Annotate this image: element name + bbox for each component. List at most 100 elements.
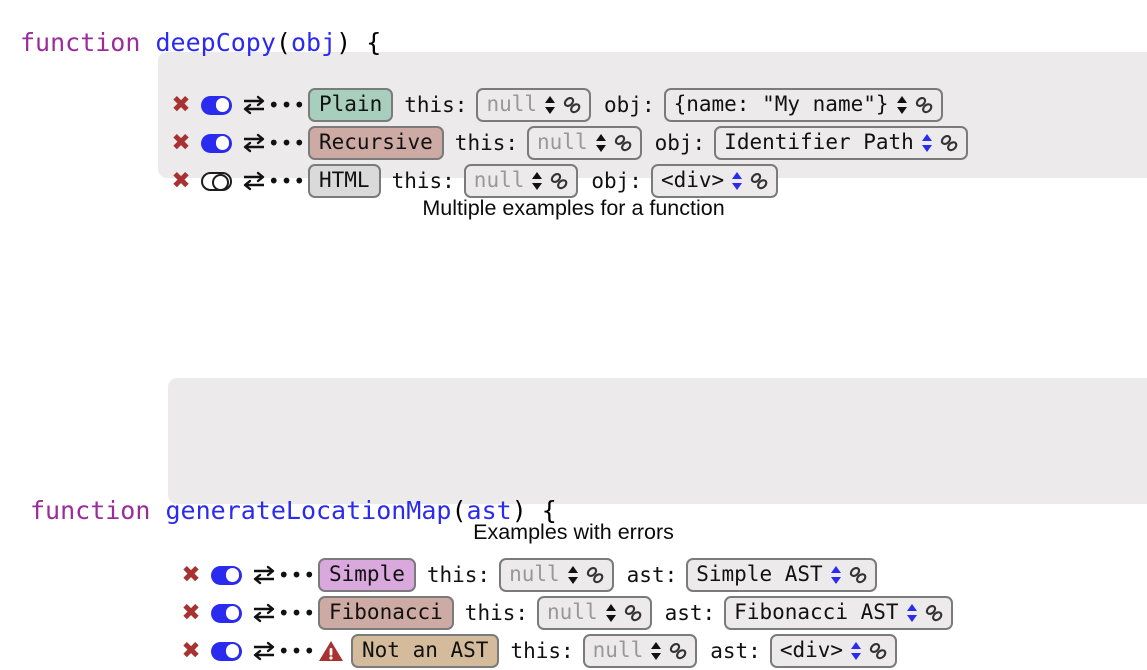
close-icon[interactable]: ✖: [181, 637, 201, 664]
toggle-switch[interactable]: [211, 641, 242, 661]
stepper-arrows-icon[interactable]: [906, 602, 918, 624]
link-chain-icon[interactable]: [668, 641, 688, 661]
toggle-switch[interactable]: [211, 565, 242, 585]
stepper-arrows-icon[interactable]: [921, 132, 933, 154]
param-label: ast:: [664, 601, 716, 625]
example-name-chip[interactable]: Not an AST: [351, 634, 500, 668]
toggle-knob: [225, 568, 240, 582]
stepper-arrows-icon[interactable]: [896, 94, 908, 116]
param-value-field[interactable]: Simple AST: [686, 558, 877, 592]
this-value-field[interactable]: null: [537, 596, 652, 630]
close-icon[interactable]: ✖: [181, 561, 201, 588]
example-name-chip[interactable]: HTML: [308, 164, 381, 198]
example-row: ✖ •••Plain this: null obj: {name: "My name"}: [168, 86, 1147, 124]
open-paren: (: [451, 496, 467, 525]
this-value-field[interactable]: null: [463, 164, 579, 198]
this-label: this:: [404, 93, 468, 117]
stepper-arrows-icon[interactable]: [830, 564, 842, 586]
link-chain-icon[interactable]: [549, 171, 569, 191]
stepper-arrows-icon[interactable]: [850, 640, 862, 662]
swap-arrows-icon[interactable]: [241, 132, 267, 154]
keyword-function: function: [30, 496, 151, 525]
swap-arrows-icon[interactable]: [251, 564, 277, 586]
link-chain-icon[interactable]: [914, 95, 934, 115]
close-paren: ): [336, 28, 352, 57]
toggle-switch[interactable]: [201, 171, 232, 192]
example-name-chip[interactable]: Fibonacci: [318, 596, 454, 630]
this-value-field-value: null: [592, 638, 644, 662]
toggle-switch[interactable]: [201, 95, 232, 115]
param-label: obj:: [654, 131, 706, 155]
param-value-field[interactable]: Fibonacci AST: [724, 596, 953, 630]
this-value-field[interactable]: null: [476, 88, 592, 122]
warning-triangle-icon[interactable]: [318, 639, 344, 663]
stepper-arrows-icon[interactable]: [544, 94, 556, 116]
this-label: this:: [426, 563, 491, 587]
param-value-field[interactable]: Identifier Path: [714, 126, 968, 160]
more-options-icon[interactable]: •••: [267, 169, 307, 193]
close-icon[interactable]: ✖: [171, 91, 191, 118]
stepper-arrows-icon[interactable]: [595, 132, 607, 154]
open-paren: (: [275, 28, 291, 57]
this-label: this:: [454, 131, 519, 155]
close-icon[interactable]: ✖: [171, 129, 191, 156]
link-chain-icon[interactable]: [749, 171, 769, 191]
link-chain-icon[interactable]: [939, 133, 959, 153]
open-brace: {: [526, 496, 557, 525]
function-name: generateLocationMap: [165, 496, 452, 525]
example-row: ✖ •••Fibonacci this: null ast: Fibonacci AST: [178, 594, 1147, 632]
this-label: this:: [464, 601, 529, 625]
swap-arrows-icon[interactable]: [251, 602, 277, 624]
example-row: ✖ •••Recursive this: null obj: Identifier Pat…: [168, 124, 1147, 162]
link-chain-icon[interactable]: [623, 603, 643, 623]
examples-panel: [168, 378, 1147, 504]
link-chain-icon[interactable]: [868, 641, 888, 661]
close-icon[interactable]: ✖: [181, 599, 201, 626]
keyword-function: function: [20, 28, 141, 57]
param-value-field-value: Simple AST: [696, 562, 823, 586]
stepper-arrows-icon[interactable]: [567, 564, 579, 586]
example-name-chip[interactable]: Plain: [308, 88, 394, 122]
param-label: obj:: [604, 93, 655, 117]
more-options-icon[interactable]: •••: [277, 563, 317, 587]
this-value-field-value: null: [473, 168, 525, 192]
this-value-field[interactable]: null: [582, 634, 698, 668]
swap-arrows-icon[interactable]: [241, 94, 267, 116]
this-label: this:: [391, 169, 455, 193]
this-value-field-value: null: [486, 92, 538, 116]
param-value-field[interactable]: <div>: [650, 164, 779, 198]
stepper-arrows-icon[interactable]: [531, 170, 543, 192]
function-signature: function deepCopy(obj) {: [20, 28, 1147, 58]
stepper-arrows-icon[interactable]: [605, 602, 617, 624]
example-name-chip[interactable]: Recursive: [308, 126, 444, 160]
example-name-chip[interactable]: Simple: [318, 558, 416, 592]
swap-arrows-icon[interactable]: [241, 170, 267, 192]
stepper-arrows-icon[interactable]: [731, 170, 743, 192]
more-options-icon[interactable]: •••: [277, 639, 317, 663]
swap-arrows-icon[interactable]: [251, 640, 277, 662]
link-chain-icon[interactable]: [585, 565, 605, 585]
this-value-field-value: null: [547, 600, 598, 624]
this-value-field[interactable]: null: [527, 126, 642, 160]
open-brace: {: [351, 28, 382, 57]
more-options-icon[interactable]: •••: [267, 93, 307, 117]
link-chain-icon[interactable]: [613, 133, 633, 153]
param-value-field[interactable]: <div>: [769, 634, 898, 668]
more-options-icon[interactable]: •••: [267, 131, 307, 155]
link-chain-icon[interactable]: [848, 565, 868, 585]
close-icon[interactable]: ✖: [171, 167, 191, 194]
link-chain-icon[interactable]: [562, 95, 582, 115]
stepper-arrows-icon[interactable]: [650, 640, 662, 662]
param-value-field-value: Identifier Path: [724, 130, 914, 154]
toggle-switch[interactable]: [211, 603, 242, 623]
this-value-field[interactable]: null: [499, 558, 614, 592]
more-options-icon[interactable]: •••: [277, 601, 317, 625]
toggle-knob: [225, 644, 240, 658]
param-value-field[interactable]: {name: "My name"}: [663, 88, 943, 122]
toggle-switch[interactable]: [201, 133, 232, 153]
link-chain-icon[interactable]: [924, 603, 944, 623]
param-label: obj:: [591, 169, 642, 193]
